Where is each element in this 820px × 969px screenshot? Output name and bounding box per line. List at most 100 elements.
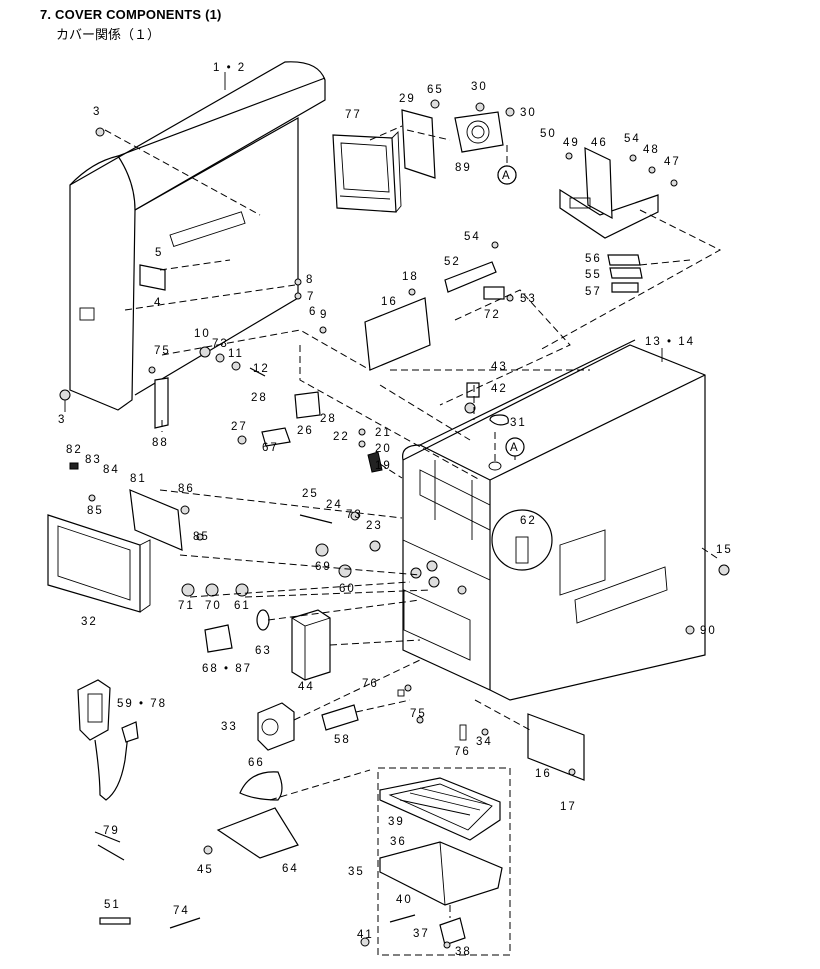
callout-5: 5 — [155, 247, 163, 259]
callout-48: 48 — [643, 144, 660, 156]
callout-17: 17 — [560, 801, 577, 813]
operation-panel-part — [47, 489, 183, 613]
callout-36: 36 — [390, 836, 407, 848]
reference-a-cabinet: A — [510, 442, 520, 454]
callout-62: 62 — [520, 515, 537, 527]
small-parts — [59, 99, 730, 949]
shelf-64-part — [216, 771, 299, 859]
callout-59-78: 59 • 78 — [117, 698, 167, 710]
callout-13-14: 13 • 14 — [645, 336, 695, 348]
callout-38: 38 — [455, 946, 472, 958]
callout-51: 51 — [104, 899, 121, 911]
callout-33: 33 — [221, 721, 238, 733]
callout-29: 29 — [399, 93, 416, 105]
callout-31: 31 — [510, 417, 527, 429]
callout-34: 34 — [476, 736, 493, 748]
bracket-55-57-part — [607, 254, 643, 293]
box-44-part — [291, 609, 331, 681]
callout-69: 69 — [315, 561, 332, 573]
callout-4: 4 — [154, 297, 162, 309]
callout-10: 10 — [194, 328, 211, 340]
callout-30-left: 30 — [471, 81, 488, 93]
callout-11: 11 — [228, 348, 244, 360]
callout-46: 46 — [591, 137, 608, 149]
reference-a-circle-cabinet — [505, 437, 525, 457]
callout-76-left: 76 — [362, 678, 379, 690]
callout-27: 27 — [231, 421, 248, 433]
callout-3-bottom: 3 — [58, 414, 66, 426]
callout-79: 79 — [103, 825, 120, 837]
callout-28-right: 28 — [320, 413, 337, 425]
monitor-part — [332, 130, 402, 213]
tray-36-part — [379, 841, 503, 906]
box-33-part — [257, 702, 295, 751]
callout-52: 52 — [444, 256, 461, 268]
callout-35: 35 — [348, 866, 365, 878]
callout-9: 9 — [320, 309, 328, 321]
callout-66: 66 — [248, 757, 265, 769]
callout-16-top: 16 — [381, 296, 398, 308]
callout-19: 19 — [375, 460, 392, 472]
callout-58: 58 — [334, 734, 351, 746]
reference-a-circle-top — [497, 165, 517, 185]
plate-16-top-part — [364, 297, 431, 371]
bracket-37-part — [439, 917, 466, 946]
plate-16-lower-part — [527, 713, 585, 781]
callout-18: 18 — [402, 271, 419, 283]
callout-30-right: 30 — [520, 107, 537, 119]
callout-54-bracket: 54 — [464, 231, 481, 243]
callout-25: 25 — [302, 488, 319, 500]
callout-50: 50 — [540, 128, 557, 140]
callout-40: 40 — [396, 894, 413, 906]
callout-63: 63 — [255, 645, 272, 657]
page-subtitle: カバー関係（１） — [56, 28, 161, 43]
callout-74: 74 — [173, 905, 190, 917]
callout-54-top: 54 — [624, 133, 641, 145]
callout-21: 21 — [375, 427, 392, 439]
callout-22: 22 — [333, 431, 350, 443]
callout-81: 81 — [130, 473, 147, 485]
callout-24: 24 — [326, 499, 343, 511]
callout-71: 71 — [178, 600, 195, 612]
callout-16-lower: 16 — [535, 768, 552, 780]
bracket-46-part — [559, 147, 659, 239]
callout-75-top: 75 — [154, 345, 171, 357]
assembly-guide-lines — [104, 125, 722, 956]
callout-49: 49 — [563, 137, 580, 149]
callout-76-lower: 76 — [454, 746, 471, 758]
callout-3-top: 3 — [93, 106, 101, 118]
callout-64: 64 — [282, 863, 299, 875]
bracket-52-part — [444, 261, 505, 300]
pendant-part — [77, 679, 139, 801]
callout-77: 77 — [345, 109, 362, 121]
callout-85-right: 85 — [193, 531, 210, 543]
callout-41: 41 — [357, 929, 374, 941]
callout-57: 57 — [585, 286, 602, 298]
callout-47: 47 — [664, 156, 681, 168]
callout-1-2: 1 • 2 — [213, 62, 246, 74]
callout-37: 37 — [413, 928, 430, 940]
callout-44: 44 — [298, 681, 315, 693]
callout-39: 39 — [388, 816, 405, 828]
callout-88: 88 — [152, 437, 169, 449]
callout-68-87: 68 • 87 — [202, 663, 252, 675]
reference-a-top: A — [502, 170, 512, 182]
callout-70: 70 — [205, 600, 222, 612]
callout-32: 32 — [81, 616, 98, 628]
callout-42: 42 — [491, 383, 508, 395]
plate-58-part — [321, 704, 359, 731]
page-title: 7. COVER COMPONENTS (1) — [40, 7, 222, 22]
callout-83: 83 — [85, 454, 102, 466]
callout-28-left: 28 — [251, 392, 268, 404]
left-cover-part — [69, 61, 326, 411]
callout-43: 43 — [491, 361, 508, 373]
callout-26: 26 — [297, 425, 314, 437]
callout-56: 56 — [585, 253, 602, 265]
callout-labels: 1 • 2 3 3 4 5 6 7 8 9 10 11 12 13 • 14 1… — [58, 62, 731, 958]
callout-73-top: 73 — [212, 338, 229, 350]
callout-6: 6 — [309, 306, 317, 318]
callout-85-left: 85 — [87, 505, 104, 517]
callout-12: 12 — [253, 363, 270, 375]
